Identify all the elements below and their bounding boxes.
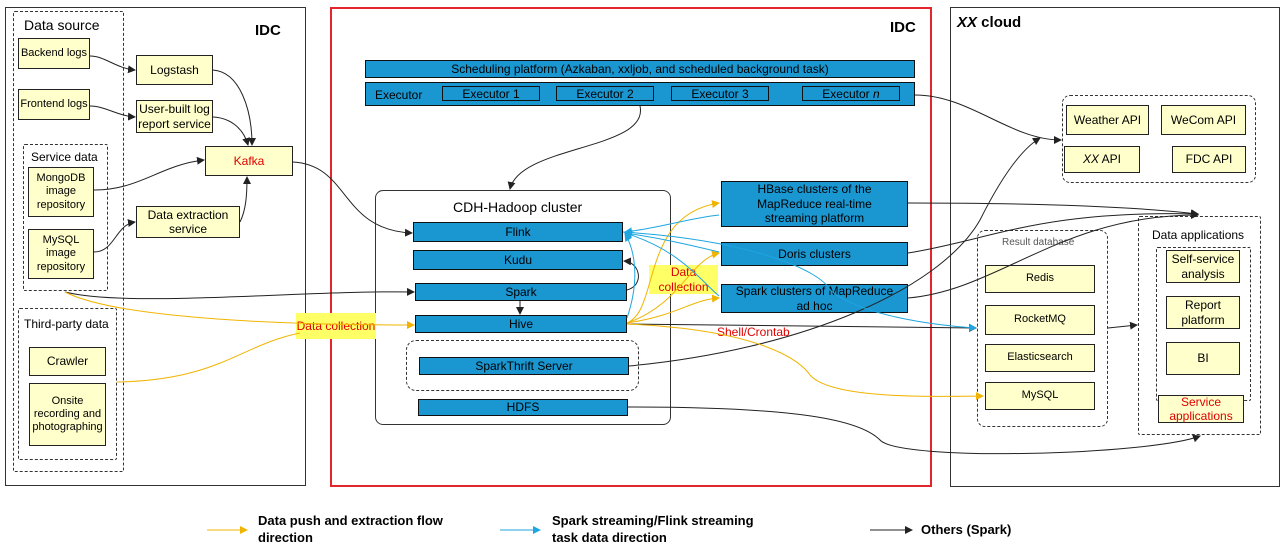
- shell-crontab-label: Shell/Crontab: [717, 325, 790, 339]
- backend-logs-box: Backend logs: [18, 38, 90, 69]
- result-db-group: [977, 230, 1108, 427]
- wire-kafka-flink: [292, 161, 413, 237]
- kafka-box: Kafka: [205, 146, 293, 176]
- crawler-box: Crawler: [29, 347, 106, 376]
- wire-hdfs-serviceapps: [627, 406, 1201, 455]
- mysql-result-box: MySQL: [985, 382, 1095, 410]
- executor-1-box: Executor 1: [442, 86, 540, 101]
- wire-blue-doris-flink: [624, 230, 720, 253]
- service-data-title: Service data: [31, 150, 98, 164]
- cdh-cluster-group: [375, 190, 671, 425]
- service-data-group: [23, 144, 108, 291]
- wire-adhoc-apps: [907, 211, 1199, 299]
- bi-box: BI: [1166, 342, 1240, 375]
- wire-yellow-onsite-hive: [116, 332, 301, 383]
- executor-3-box: Executor 3: [671, 86, 769, 101]
- left-idc-title: IDC: [255, 22, 281, 39]
- wire-frontend-userlog: [89, 105, 136, 121]
- weather-api-box: Weather API: [1066, 105, 1149, 135]
- executor-n-prefix: Executor: [822, 86, 873, 101]
- third-party-title: Third-party data: [24, 317, 109, 331]
- wire-logstash-kafka: [212, 69, 256, 146]
- wire-resultdb-apps: [1107, 321, 1138, 330]
- executor-n-box: Executor n: [802, 86, 900, 101]
- cdh-cluster-title: CDH-Hadoop cluster: [453, 199, 583, 215]
- hive-box: Hive: [415, 315, 627, 333]
- wire-blue-hbase-flink: [624, 214, 720, 236]
- wire-blue-adhoc-flink: [624, 231, 720, 297]
- mysql-repo-box: MySQL image repository: [28, 229, 94, 279]
- redis-box: Redis: [985, 265, 1095, 293]
- wire-sparkthrift-apis: [628, 137, 1041, 367]
- data-apps-title: Data applications: [1152, 228, 1245, 242]
- spark-box: Spark: [415, 283, 627, 301]
- wire-blue-hive-flink: [624, 233, 636, 319]
- wire-yellow-hive-mysql: [626, 323, 984, 401]
- cloud-title-suffix: cloud: [977, 14, 1022, 31]
- wire-hive-resultdb: [626, 323, 977, 332]
- wecom-api-box: WeCom API: [1161, 105, 1246, 135]
- self-service-box: Self-service analysis: [1166, 250, 1240, 283]
- rocketmq-box: RocketMQ: [985, 305, 1095, 335]
- service-apps-box: Service applications: [1158, 395, 1244, 423]
- wire-backend-logstash: [89, 55, 136, 74]
- hdfs-box: HDFS: [418, 399, 628, 416]
- elasticsearch-box: Elasticsearch: [985, 344, 1095, 372]
- wire-mongodb-kafka: [93, 156, 205, 191]
- onsite-box: Onsite recording and photographing: [29, 383, 106, 446]
- frontend-logs-box: Frontend logs: [18, 89, 90, 120]
- wire-servicedata-spark: [64, 287, 415, 300]
- data-source-title: Data source: [24, 17, 100, 33]
- mongodb-box: MongoDB image repository: [28, 167, 94, 217]
- wire-doris-apps: [907, 209, 1199, 254]
- executor-2-box: Executor 2: [556, 86, 654, 101]
- wire-spark-kudu: [623, 257, 639, 291]
- wire-executor-apis: [914, 94, 1062, 144]
- wire-blue-flink-resultdb: [622, 231, 977, 332]
- wire-extraction-kafka: [239, 176, 251, 223]
- hbase-cluster-box: HBase clusters of the MapReduce real-tim…: [721, 181, 908, 227]
- doris-cluster-box: Doris clusters: [721, 242, 908, 266]
- wire-executor-cdh: [507, 105, 641, 190]
- executor-label: Executor: [375, 88, 423, 102]
- data-apps-group: [1138, 216, 1261, 435]
- wire-yellow-hive-hbase: [626, 200, 720, 324]
- center-idc-title: IDC: [890, 19, 916, 36]
- xx-api-prefix: XX: [1082, 152, 1099, 167]
- fdc-api-box: FDC API: [1172, 146, 1246, 173]
- xx-api-box: XX API: [1064, 146, 1140, 173]
- data-collection-left-label: Data collection: [296, 313, 376, 339]
- cloud-title-prefix: XX: [957, 14, 978, 31]
- third-party-group: [18, 308, 117, 460]
- executor-n-suffix: n: [873, 86, 880, 101]
- cloud-title: XX cloud: [957, 14, 1021, 31]
- data-extraction-box: Data extraction service: [136, 206, 240, 238]
- legend-black-text: Others (Spark): [921, 522, 1012, 537]
- legend-blue-text: Spark streaming/Flink streaming task dat…: [552, 513, 754, 545]
- wire-yellow-hive-adhoc: [626, 294, 720, 324]
- kudu-box: Kudu: [413, 250, 623, 270]
- wire-yellow-hive-doris: [626, 250, 720, 324]
- data-source-group: [13, 11, 124, 472]
- user-log-service-box: User-built log report service: [136, 100, 213, 133]
- spark-adhoc-cluster-box: Spark clusters of MapReduce ad hoc: [721, 284, 908, 313]
- wire-mysql-extraction: [93, 219, 136, 253]
- sparkthrift-box: SparkThrift Server: [419, 357, 629, 375]
- logstash-box: Logstash: [136, 55, 213, 85]
- scheduling-platform-box: Scheduling platform (Azkaban, xxljob, an…: [365, 60, 915, 78]
- xx-api-suffix: API: [1099, 152, 1122, 167]
- legend-yellow-text: Data push and extraction flow direction: [258, 513, 443, 545]
- wire-yellow-datasource-hive: [64, 291, 415, 329]
- report-platform-box: Report platform: [1166, 296, 1240, 329]
- wire-hbase-apps: [907, 202, 1199, 218]
- flink-box: Flink: [413, 222, 623, 242]
- api-group: [1062, 95, 1256, 183]
- wire-userlog-kafka: [212, 116, 251, 146]
- result-db-title: Result database: [1002, 237, 1075, 248]
